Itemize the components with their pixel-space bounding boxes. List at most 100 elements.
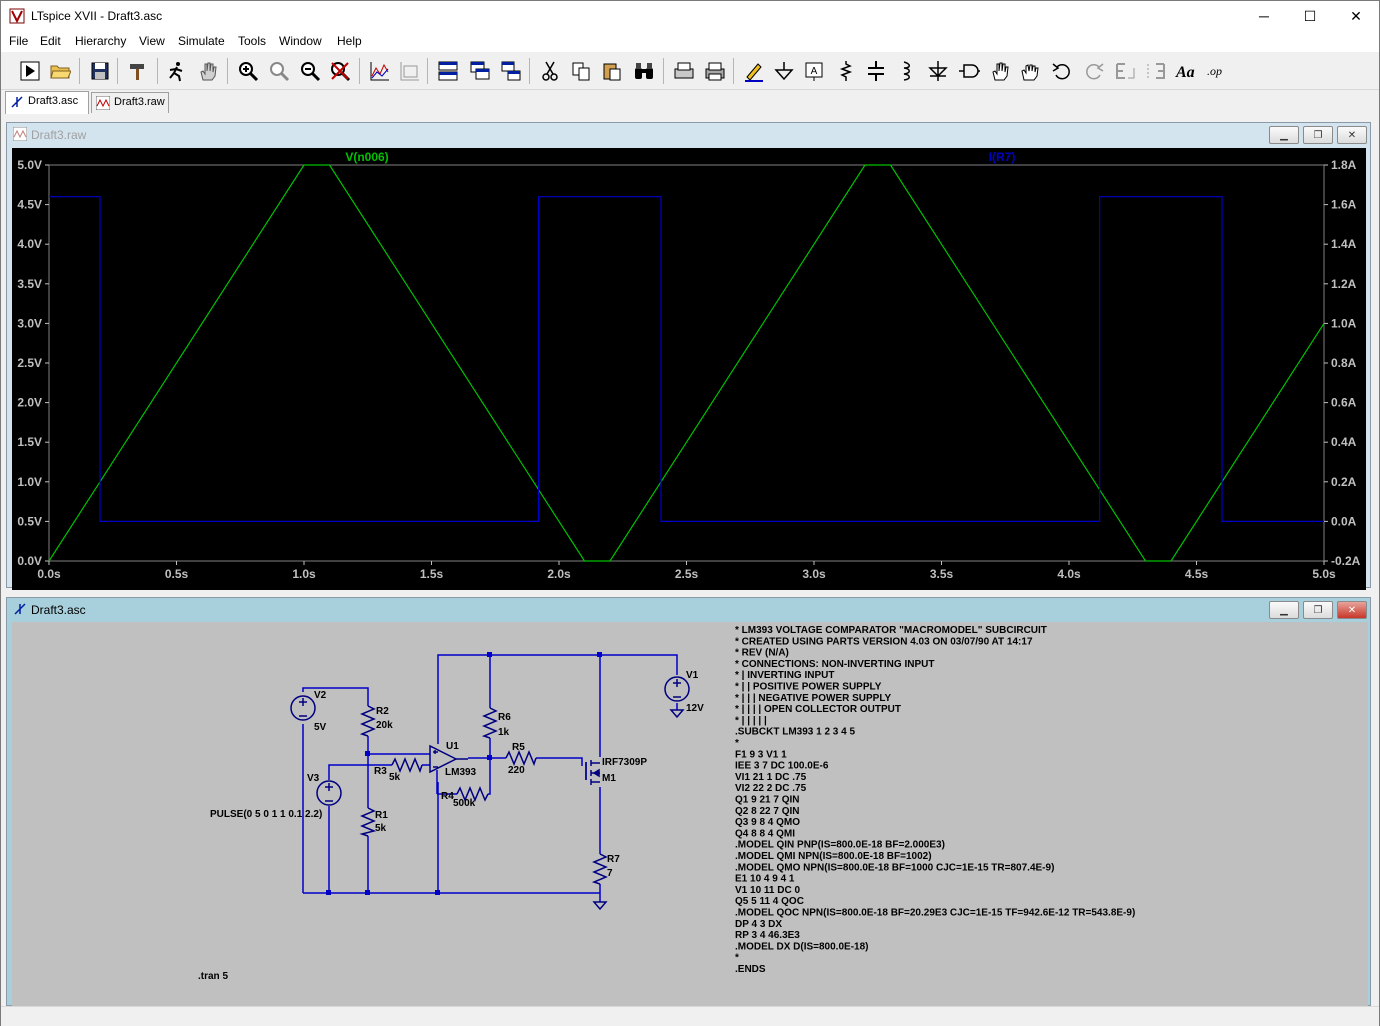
maximize-button[interactable]: ☐ [1303,7,1317,24]
y-right-tick-label: 1.0A [1331,316,1357,330]
cascade-icon[interactable] [467,58,493,84]
value-v1: 12V [686,703,704,714]
schematic-restore-button[interactable]: ❐ [1303,601,1333,619]
zoom-out-icon[interactable] [297,58,323,84]
ground-icon[interactable] [771,58,797,84]
menu-simulate[interactable]: Simulate [178,34,225,48]
pan-hand-icon[interactable] [195,58,221,84]
print-preview-icon[interactable] [671,58,697,84]
cut-scissors-icon[interactable] [537,58,563,84]
zoom-in-icon[interactable] [235,58,261,84]
svg-text:A: A [811,66,818,77]
waveform-restore-button[interactable]: ❐ [1303,126,1333,144]
tab-draft3-raw[interactable]: Draft3.raw [91,92,169,113]
copy-icon[interactable] [568,58,594,84]
capacitor-icon[interactable] [863,58,889,84]
spice-directive-icon[interactable]: .op [1204,58,1230,84]
tran-directive[interactable]: .tran 5 [198,971,228,982]
find-binoculars-icon[interactable] [631,58,657,84]
y-right-tick-label: 0.0A [1331,514,1357,528]
zoom-full-icon[interactable] [266,58,292,84]
resistor-r6[interactable] [481,707,498,739]
voltage-source-v3[interactable] [316,780,342,806]
series-label-1[interactable]: I(R7) [989,150,1016,164]
plot-settings-icon[interactable] [397,58,423,84]
menu-help[interactable]: Help [337,34,362,48]
netlist-line: * [735,738,739,749]
undo-icon[interactable] [1049,58,1075,84]
inductor-icon[interactable] [893,58,919,84]
move-hand-icon[interactable] [987,58,1013,84]
menu-view[interactable]: View [139,34,165,48]
value-r5: 220 [508,765,525,776]
resistor-r5[interactable] [505,750,537,767]
run-icon[interactable] [17,58,43,84]
comparator-u1[interactable] [429,744,458,774]
netlist-line: Q3 9 8 4 QMO [735,817,800,828]
y-left-tick-label: 2.5V [17,356,42,370]
cancel-zoom-icon[interactable] [327,58,353,84]
save-icon[interactable] [87,58,113,84]
resistor-r4[interactable] [456,786,489,802]
tile-vertical-icon[interactable] [498,58,524,84]
open-folder-icon[interactable] [47,58,73,84]
paste-icon[interactable] [599,58,625,84]
value-r6: 1k [498,727,510,738]
menu-window[interactable]: Window [279,34,322,48]
label-m1: M1 [602,773,616,784]
tab-draft3-asc[interactable]: Draft3.asc [5,91,89,114]
schematic-minimize-button[interactable]: ▁ [1269,601,1299,619]
netlist-line: * CREATED USING PARTS VERSION 4.03 ON 03… [735,636,1033,647]
spice-netlist-text[interactable]: * LM393 VOLTAGE COMPARATOR "MACROMODEL" … [735,625,1135,975]
rotate-icon[interactable] [1112,58,1138,84]
draw-wire-pencil-icon[interactable] [741,58,767,84]
schematic-canvas[interactable]: V2 5V R2 20k V3 PULSE(0 5 0 1 1 0.1 2.2)… [12,622,1368,1006]
component-icon[interactable] [956,58,982,84]
waveform-icon [13,127,27,141]
y-left-tick-label: 0.0V [17,554,42,568]
tab-label: Draft3.raw [114,96,165,108]
label-net-icon[interactable]: A [801,58,827,84]
netlist-line: Q4 8 8 4 QMI [735,828,795,839]
resistor-icon[interactable] [833,58,859,84]
autorange-icon[interactable] [367,58,393,84]
tile-horizontal-icon[interactable] [435,58,461,84]
voltage-source-v2[interactable] [290,695,316,721]
series-label-0[interactable]: V(n006) [345,150,388,164]
netlist-line: * REV (N/A) [735,648,789,659]
resistor-r3[interactable] [391,757,423,774]
resistor-r1[interactable] [359,807,377,837]
value-v2: 5V [314,722,327,733]
label-v3: V3 [307,773,320,784]
netlist-line: .MODEL QMI NPN(IS=800.0E-18 BF=1002) [735,851,932,862]
mirror-icon[interactable] [1143,58,1169,84]
waveform-close-button[interactable]: ✕ [1337,126,1367,144]
schematic-window-titlebar[interactable]: Draft3.asc ▁ ❐ ✕ [7,598,1370,620]
waveform-minimize-button[interactable]: ▁ [1269,126,1299,144]
menu-hierarchy[interactable]: Hierarchy [75,34,127,48]
waveform-window-titlebar[interactable]: Draft3.raw ▁ ❐ ✕ [7,123,1370,145]
redo-icon[interactable] [1081,58,1107,84]
halt-running-icon[interactable] [163,58,189,84]
x-tick-label: 3.5s [930,567,954,581]
y-right-tick-label: 0.8A [1331,356,1357,370]
menu-tools[interactable]: Tools [238,34,267,48]
voltage-source-v1[interactable] [664,676,690,702]
close-button[interactable]: ✕ [1350,7,1362,24]
resistor-r7[interactable] [591,853,608,885]
menu-file[interactable]: File [9,34,29,48]
pmos-m1[interactable] [585,760,600,785]
value-r1: 5k [375,823,387,834]
diode-icon[interactable] [925,58,951,84]
minimize-button[interactable]: ─ [1259,8,1269,24]
drag-hand-icon[interactable] [1017,58,1043,84]
x-tick-label: 0.0s [37,567,61,581]
y-right-tick-label: 0.4A [1331,435,1357,449]
text-icon[interactable]: Aa [1173,58,1199,84]
resistor-r2[interactable] [359,705,376,737]
menu-edit[interactable]: Edit [40,34,61,48]
hammer-icon[interactable] [125,58,151,84]
schematic-close-button[interactable]: ✕ [1337,601,1367,619]
print-icon[interactable] [702,58,728,84]
